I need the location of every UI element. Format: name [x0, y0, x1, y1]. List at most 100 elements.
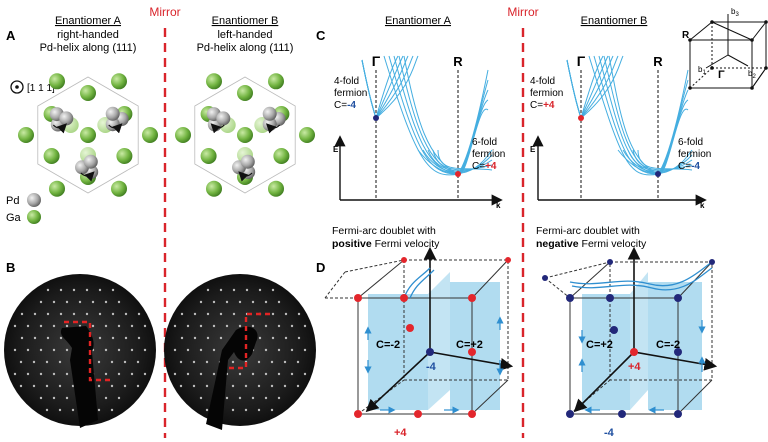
- diffraction-spot: [46, 312, 50, 316]
- bz-label-b2: b2: [748, 69, 756, 80]
- diffraction-spot: [244, 384, 248, 388]
- diffraction-spot: [251, 372, 255, 376]
- diffraction-spot: [205, 360, 209, 364]
- a-left-line1: right-handed: [57, 29, 119, 41]
- diffraction-spot: [104, 372, 108, 376]
- diffraction-spot: [296, 360, 300, 364]
- ga-atom: [49, 73, 65, 90]
- diffraction-spot: [173, 348, 177, 352]
- diffraction-spot: [39, 324, 43, 328]
- band-line: [375, 55, 404, 119]
- diffraction-spot: [283, 360, 287, 364]
- diffraction-spot: [104, 300, 108, 304]
- band-line: [580, 55, 609, 119]
- diffraction-spot: [258, 336, 262, 340]
- a-right-line1: left-handed: [217, 29, 272, 41]
- diffraction-spot: [39, 300, 43, 304]
- c-left-gamma: Γ: [372, 53, 381, 69]
- mirror-label-left: Mirror: [149, 5, 180, 19]
- diffraction-spot: [257, 384, 261, 388]
- diffraction-spot: [137, 336, 141, 340]
- band-structure-enantiomer-a: [334, 55, 503, 206]
- c-left-6fold-l1: 6-fold: [472, 137, 497, 148]
- diffraction-spot: [58, 360, 62, 364]
- diffraction-spot: [13, 324, 17, 328]
- diffraction-spot: [117, 324, 121, 328]
- d-left-region2: C=+2: [456, 339, 483, 351]
- c-right-axis-k: k: [700, 201, 705, 210]
- diffraction-spot: [91, 324, 95, 328]
- band-line: [437, 149, 493, 171]
- diffraction-spot: [264, 324, 268, 328]
- diffraction-spot: [45, 408, 49, 412]
- diffraction-spot: [13, 372, 17, 376]
- c-left-axis-e: E: [333, 145, 339, 154]
- helix-arrow: [266, 123, 281, 134]
- ga-atom: [142, 127, 158, 143]
- diffraction-spot: [117, 300, 121, 304]
- d-right-bottom-charge: -4: [604, 427, 615, 439]
- band-line: [375, 55, 399, 119]
- leed-pattern-left: [4, 274, 156, 428]
- c-left-c4: C=-4: [334, 100, 356, 111]
- panel-label-b: B: [6, 260, 15, 275]
- diffraction-spot: [124, 336, 128, 340]
- diffraction-spot: [271, 336, 275, 340]
- ga-atom: [268, 180, 284, 197]
- diffraction-spot: [136, 384, 140, 388]
- diffraction-spot: [277, 372, 281, 376]
- diffraction-spot: [277, 300, 281, 304]
- ga-atom: [49, 180, 65, 197]
- diffraction-spot: [277, 396, 281, 400]
- diffraction-spot: [245, 288, 249, 292]
- diffraction-spot: [270, 408, 274, 412]
- pd-atom: [105, 106, 120, 121]
- ga-atom-center: [80, 127, 96, 143]
- ga-atom: [111, 180, 127, 197]
- diffraction-spot: [303, 372, 307, 376]
- diffraction-spot: [52, 348, 56, 352]
- diffraction-spot: [186, 372, 190, 376]
- diffraction-spot: [232, 312, 236, 316]
- diffraction-spot: [59, 336, 63, 340]
- fermi-arc-cube-left: [324, 246, 514, 418]
- leed-pattern-right: [164, 274, 316, 430]
- diffraction-spot: [26, 348, 30, 352]
- diffraction-spot: [143, 324, 147, 328]
- a-left-title: Enantiomer A: [55, 15, 122, 27]
- diffraction-spot: [111, 336, 115, 340]
- diffraction-spot: [137, 312, 141, 316]
- band-line: [427, 149, 493, 172]
- c-right-4fold-l2: fermion: [530, 88, 563, 99]
- diffraction-spot: [32, 360, 36, 364]
- diffraction-spot: [20, 336, 24, 340]
- diffraction-spot: [59, 288, 63, 292]
- fermion-node-4fold: [373, 115, 379, 121]
- diffraction-spot: [206, 312, 210, 316]
- diffraction-spot: [193, 312, 197, 316]
- diffraction-spot: [123, 360, 127, 364]
- band-line: [457, 108, 489, 175]
- diffraction-spot: [199, 324, 203, 328]
- ga-atom: [175, 127, 191, 143]
- ga-atom: [111, 73, 127, 90]
- c-right-axis-e: E: [530, 145, 536, 154]
- a-left-line2: Pd-helix along (111): [40, 42, 137, 54]
- hexagon-outline: [37, 76, 139, 194]
- diffraction-spot: [104, 324, 108, 328]
- diffraction-spot: [143, 372, 147, 376]
- ga-atom: [206, 180, 222, 197]
- diffraction-spot: [290, 324, 294, 328]
- ga-atom: [116, 148, 133, 164]
- band-line: [580, 55, 604, 119]
- diffraction-spot: [238, 324, 242, 328]
- fermion-node-6fold: [455, 171, 461, 177]
- d-right-top-charge: +4: [628, 361, 641, 373]
- ga-atom: [18, 127, 34, 143]
- mirror-label-right: Mirror: [507, 5, 538, 19]
- diffraction-spot: [205, 408, 209, 412]
- diffraction-spot: [219, 288, 223, 292]
- band-structure-enantiomer-b: [532, 55, 707, 206]
- diffraction-spot: [52, 396, 56, 400]
- diffraction-spot: [238, 396, 242, 400]
